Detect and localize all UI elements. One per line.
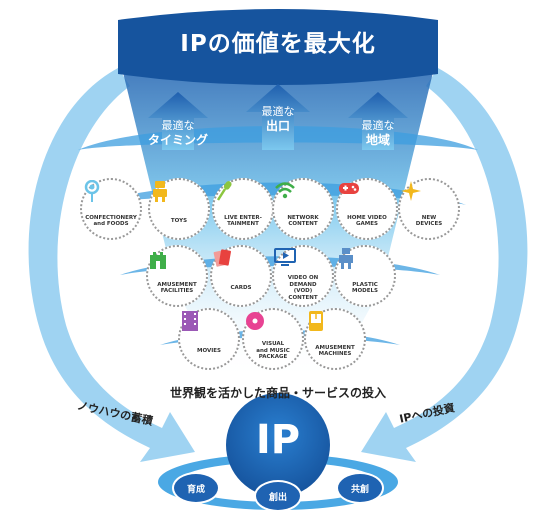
- optimal-exit-line2: 出口: [265, 119, 290, 133]
- lollipop-icon: [84, 180, 122, 213]
- optimal-region-label: 最適な 地域: [348, 118, 408, 148]
- page-title: IPの価値を最大化: [180, 31, 376, 57]
- category-new-devices: NEW DEVICES: [398, 178, 460, 240]
- optimal-timing-line1: 最適な: [161, 119, 195, 132]
- category-label: HOME VIDEO GAMES: [347, 214, 387, 228]
- category-plastic-models: PLASTIC MODELS: [334, 245, 396, 307]
- ip-center-label: IP: [255, 417, 301, 463]
- category-amusement-facilities: AMUSEMENT FACILITIES: [146, 245, 208, 307]
- optimal-timing-line2: タイミング: [148, 133, 209, 147]
- microphone-icon: [216, 181, 254, 213]
- optimal-region-line2: 地域: [365, 133, 390, 147]
- wifi-icon: [275, 182, 314, 213]
- category-label: MOVIES: [196, 347, 222, 354]
- category-label: CONFECTIONERY and FOODS: [85, 214, 137, 228]
- category-live-entertainment: LIVE ENTER- TAINMENT: [212, 178, 274, 240]
- exit-arrow: [246, 84, 310, 150]
- disc-icon: [246, 312, 284, 339]
- category-cards: CARDS: [210, 245, 272, 307]
- cards-icon: [213, 249, 252, 283]
- category-amusement-machines: AMUSEMENT MACHINES: [304, 308, 366, 370]
- category-label: CARDS: [230, 284, 252, 291]
- category-movies: MOVIES: [178, 308, 240, 370]
- category-label: LIVE ENTER- TAINMENT: [224, 214, 262, 228]
- category-label: VIDEO ON DEMAND (VOD) CONTENT: [287, 275, 319, 301]
- stage-create: 創出: [254, 480, 302, 512]
- category-label: AMUSEMENT FACILITIES: [157, 281, 197, 295]
- toy-robot-icon: [153, 181, 190, 216]
- castle-icon: [150, 252, 188, 280]
- category-network-content: NETWORK CONTENT: [272, 178, 334, 240]
- category-visual-music-package: VISUAL and MUSIC PACKAGE: [242, 308, 304, 370]
- category-label: NEW DEVICES: [415, 214, 443, 228]
- left-cycle-arrow: [28, 68, 196, 462]
- optimal-exit-label: 最適な 出口: [248, 104, 308, 134]
- product-service-band: 世界観を活かした商品・サービスの投入: [169, 386, 386, 400]
- optimal-region-line1: 最適な: [361, 119, 395, 132]
- robot-model-icon: [339, 248, 376, 280]
- category-label: NETWORK CONTENT: [287, 214, 319, 228]
- category-label: VISUAL and MUSIC PACKAGE: [256, 341, 290, 361]
- stage-co-create: 共創: [336, 472, 384, 504]
- play-screen-icon: [274, 248, 314, 273]
- film-icon: [182, 311, 220, 346]
- category-label: AMUSEMENT MACHINES: [315, 344, 355, 358]
- category-label: PLASTIC MODELS: [352, 281, 378, 295]
- optimal-exit-line1: 最適な: [261, 105, 295, 118]
- gamepad-icon: [339, 183, 378, 213]
- ip-circle: [226, 393, 330, 497]
- region-arrow: [348, 92, 408, 150]
- timing-arrow: [148, 92, 208, 150]
- category-toys: TOYS: [148, 178, 210, 240]
- stage-nurture: 育成: [172, 472, 220, 504]
- crane-machine-icon: [309, 311, 346, 343]
- category-home-video-games: HOME VIDEO GAMES: [336, 178, 398, 240]
- right-cycle-arrow: [361, 68, 528, 462]
- optimal-timing-label: 最適な タイミング: [148, 118, 208, 148]
- category-label: TOYS: [170, 217, 188, 224]
- sparkle-icon: [401, 181, 440, 213]
- category-confectionery: CONFECTIONERY and FOODS: [80, 178, 142, 240]
- category-vod-content: VIDEO ON DEMAND (VOD) CONTENT: [272, 245, 334, 307]
- title-banner: [118, 9, 438, 85]
